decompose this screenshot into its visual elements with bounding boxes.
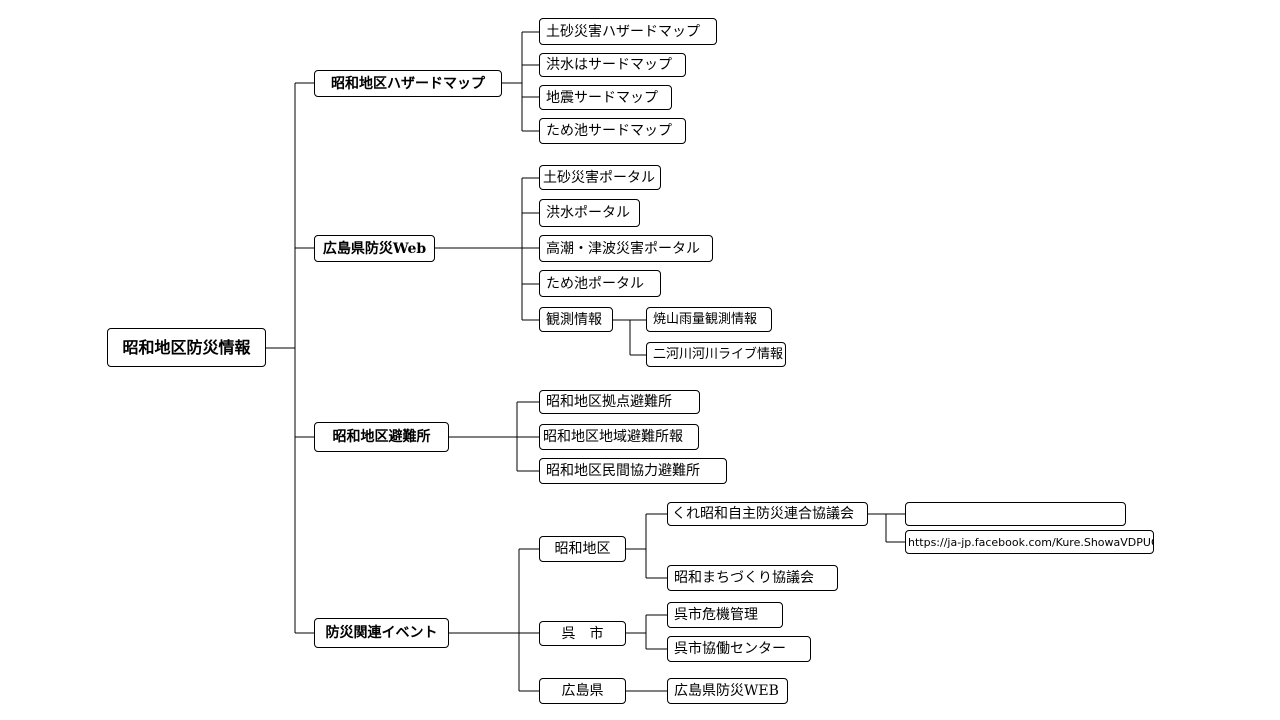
root-node: 昭和地区防災情報 bbox=[107, 328, 266, 367]
event-area-pref: 広島県 bbox=[539, 678, 626, 704]
web-portal-item: 高潮・津波災害ポータル bbox=[539, 235, 713, 262]
facebook-link[interactable]: https://ja-jp.facebook.com/Kure.ShowaVDP… bbox=[905, 530, 1154, 554]
showa-council-item: 昭和まちづくり協議会 bbox=[667, 565, 838, 591]
web-portal-item: 土砂災害ポータル bbox=[539, 165, 661, 190]
web-portal-item: 洪水ポータル bbox=[539, 199, 640, 227]
hazard-item: ため池サードマップ bbox=[539, 118, 686, 144]
event-area-kure: 呉 市 bbox=[539, 621, 626, 646]
observation-item: 二河川河川ライブ情報 bbox=[646, 342, 786, 367]
shelter-item: 昭和地区地域避難所報 bbox=[539, 424, 699, 450]
kure-item: 呉市協働センター bbox=[667, 636, 811, 662]
hazard-item: 土砂災害ハザードマップ bbox=[539, 18, 717, 45]
observation-item: 焼山雨量観測情報 bbox=[646, 307, 772, 332]
node-events: 防災関連イベント bbox=[314, 618, 449, 648]
shelter-item: 昭和地区民間協力避難所 bbox=[539, 458, 727, 484]
node-shelters: 昭和地区避難所 bbox=[314, 422, 449, 452]
shelter-item: 昭和地区拠点避難所 bbox=[539, 390, 700, 414]
showa-council-item: くれ昭和自主防災連合協議会 bbox=[667, 502, 868, 526]
kure-item: 呉市危機管理 bbox=[667, 602, 783, 628]
pref-item: 広島県防災WEB bbox=[667, 678, 788, 704]
node-hiroshima-bousai-web: 広島県防災Web bbox=[314, 235, 435, 262]
hazard-item: 洪水はサードマップ bbox=[539, 53, 686, 77]
web-portal-item: ため池ポータル bbox=[539, 270, 661, 297]
node-hazard-map: 昭和地区ハザードマップ bbox=[314, 70, 502, 97]
event-area-showa: 昭和地区 bbox=[539, 536, 626, 562]
link-box-empty[interactable] bbox=[905, 502, 1126, 526]
web-observation-item: 観測情報 bbox=[539, 307, 613, 332]
hazard-item: 地震サードマップ bbox=[539, 85, 672, 110]
